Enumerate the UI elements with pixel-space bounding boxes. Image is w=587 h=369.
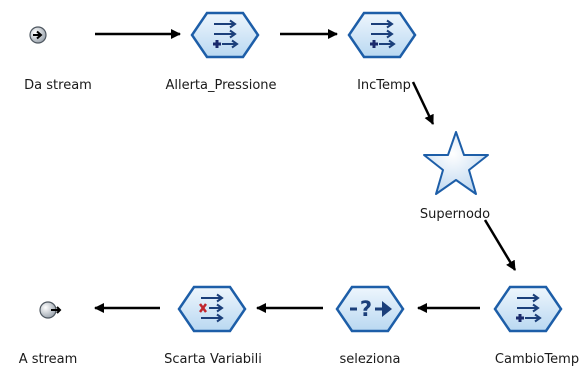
node-a-stream[interactable] [39,301,62,319]
node-da-stream[interactable] [29,26,47,44]
supernode-star-icon [423,131,489,195]
select-icon: ? [335,285,405,333]
label-cambiotemp: CambioTemp [494,352,580,367]
stream-output-icon [39,301,62,319]
filter-icon [177,285,247,333]
label-allerta-pressione: Allerta_Pressione [165,78,277,93]
derive-icon [190,11,260,59]
node-scarta-variabili[interactable] [177,285,247,333]
link-inctemp-supernodo[interactable] [411,81,435,125]
stream-input-icon [29,26,47,44]
label-supernodo: Supernodo [419,207,491,222]
node-inctemp[interactable] [347,11,417,59]
label-inctemp: IncTemp [357,78,411,93]
derive-icon [347,11,417,59]
label-a-stream: A stream [18,352,78,367]
node-supernodo[interactable] [423,131,489,195]
derive-icon [493,285,563,333]
svg-text:?: ? [360,297,372,321]
label-da-stream: Da stream [24,78,92,93]
label-seleziona: seleziona [339,352,401,367]
stream-links [94,29,517,313]
link-supernodo-cambiotemp[interactable] [483,219,517,271]
node-allerta-pressione[interactable] [190,11,260,59]
node-cambiotemp[interactable] [493,285,563,333]
node-seleziona[interactable]: ? [335,285,405,333]
label-scarta-variabili: Scarta Variabili [164,352,262,367]
